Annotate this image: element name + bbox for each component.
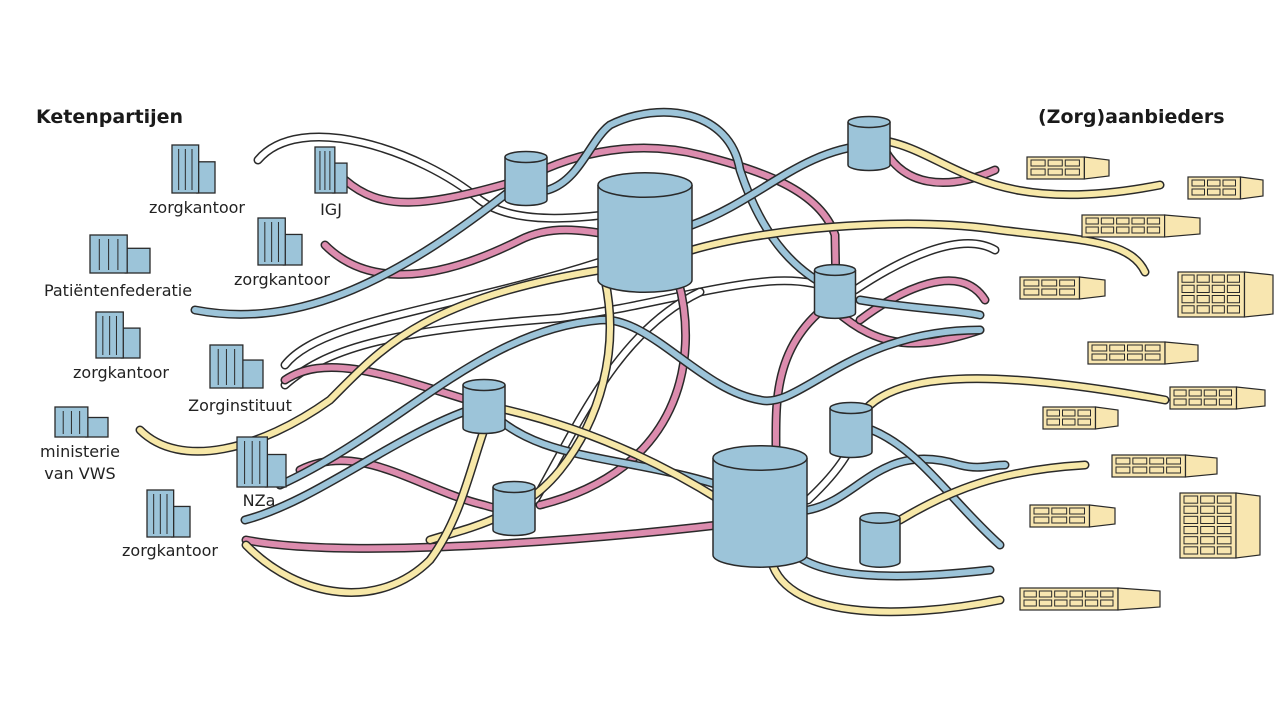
tube-blue [275,315,985,490]
tube-yellow [135,265,605,456]
label-van-vws: van VWS [44,464,116,483]
database-cylinder [712,445,808,568]
database-cylinder [813,263,857,320]
connection-tubes [135,107,1170,617]
database-cylinder [859,512,901,568]
provider-building-icon [1187,176,1264,200]
tube-blue [687,140,874,230]
provider-buildings [1019,156,1274,611]
tube-yellow [241,425,489,597]
tube-blue [240,400,489,525]
label-zorgkantoor-1: zorgkantoor [149,198,245,217]
provider-building-icon [1081,214,1201,238]
office-building-icon [54,406,109,438]
tube-blue [867,425,1005,550]
office-building-icon [257,217,303,266]
database-cylinder [504,150,548,207]
tube-white [850,239,1000,295]
database-cylinder [492,480,536,537]
tube-yellow [860,374,1170,415]
provider-building-icon [1019,587,1161,611]
label-zorgkantoor-2: zorgkantoor [234,270,330,289]
tube-pink [280,363,489,410]
office-building-icon [95,311,141,359]
provider-building-icon [1029,504,1116,528]
provider-building-icon [1177,271,1274,318]
tube-blue [190,173,531,319]
tube-pink [241,515,765,553]
tube-white [280,276,840,390]
tube-yellow [425,275,615,545]
tube-yellow [875,135,1165,200]
tube-yellow [479,400,725,505]
label-patientenfederatie: Patiëntenfederatie [43,281,193,300]
office-building-icon [314,146,348,194]
tube-yellow [765,550,1005,617]
database-cylinder [829,401,873,459]
label-igj: IGJ [320,200,342,219]
office-building-icon [89,234,151,274]
provider-building-icon [1042,406,1119,430]
left-title: Ketenpartijen [36,106,184,128]
database-cylinder [462,378,506,435]
database-cylinder [847,115,891,172]
left-party-buildings [54,144,348,538]
label-zorgkantoor-4: zorgkantoor [122,541,218,560]
tube-pink [535,275,691,510]
provider-building-icon [1111,454,1218,478]
office-building-icon [146,489,191,538]
data-cylinders [462,115,901,568]
tube-blue [855,295,985,320]
provider-building-icon [1087,341,1199,365]
tube-yellow [687,219,1150,277]
provider-building-icon [1019,276,1106,300]
office-building-icon [236,436,287,488]
label-zorgkantoor-3: zorgkantoor [73,363,169,382]
tube-blue [803,454,1010,515]
provider-building-icon [1179,492,1261,559]
label-nza: NZa [242,491,276,510]
right-title: (Zorg)aanbieders [1038,106,1225,128]
tube-pink [855,276,990,325]
label-ministerie: ministerie [40,442,120,461]
provider-building-icon [1169,386,1266,410]
database-cylinder [597,172,693,293]
tube-blue [543,107,840,295]
tube-pink [340,143,841,295]
label-zorginstituut: Zorginstituut [188,396,292,415]
office-building-icon [209,344,264,389]
provider-building-icon [1026,156,1110,180]
tube-yellow [895,460,1090,525]
office-building-icon [171,144,216,194]
